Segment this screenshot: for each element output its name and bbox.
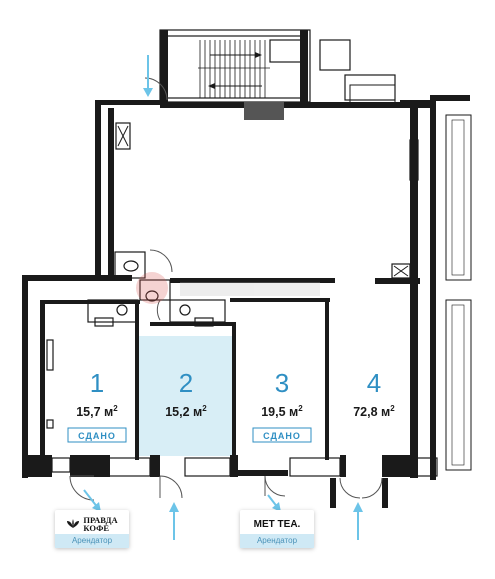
wc-block bbox=[87, 249, 226, 327]
unit-1[interactable]: 1 15,7 м2 СДАНО bbox=[67, 368, 127, 443]
unit-2[interactable]: 2 15,2 м2 bbox=[165, 368, 207, 419]
unit-area: 15,7 м2 bbox=[76, 404, 118, 419]
tenant-name-line1: MET TEA. bbox=[253, 518, 301, 530]
tenant-card-met-tea[interactable]: MET TEA. Арендатор bbox=[240, 510, 314, 548]
entrance-arrows bbox=[83, 55, 363, 540]
staircase bbox=[159, 29, 396, 103]
unit-4[interactable]: 4 72,8 м2 bbox=[353, 368, 395, 419]
tenant-logo: MET TEA. bbox=[240, 514, 314, 534]
tenant-name-line2: КОФЕ bbox=[83, 523, 110, 533]
unit-area: 19,5 м2 bbox=[261, 404, 303, 419]
unit-number: 2 bbox=[179, 368, 193, 398]
unit-number: 4 bbox=[367, 368, 381, 398]
tenant-role: Арендатор bbox=[240, 534, 314, 548]
tenant-logo: ПРАВДА КОФЕ bbox=[55, 514, 129, 534]
unit-number: 3 bbox=[275, 368, 289, 398]
doors bbox=[69, 77, 383, 501]
leaf-icon bbox=[67, 519, 80, 528]
unit-area: 72,8 м2 bbox=[353, 404, 395, 419]
tenant-card-pravda-kofe[interactable]: ПРАВДА КОФЕ Арендатор bbox=[55, 510, 129, 548]
tenant-role: Арендатор bbox=[55, 534, 129, 548]
unit-2-highlight[interactable] bbox=[138, 336, 232, 456]
tenant-name-line1: ПРАВДА bbox=[83, 515, 118, 525]
status-badge: СДАНО bbox=[263, 431, 301, 441]
watermark-logo bbox=[136, 272, 320, 304]
unit-area: 15,2 м2 bbox=[165, 404, 207, 419]
walls bbox=[22, 30, 472, 508]
unit-3[interactable]: 3 19,5 м2 СДАНО bbox=[252, 368, 312, 443]
unit-number: 1 bbox=[90, 368, 104, 398]
status-badge: СДАНО bbox=[78, 431, 116, 441]
